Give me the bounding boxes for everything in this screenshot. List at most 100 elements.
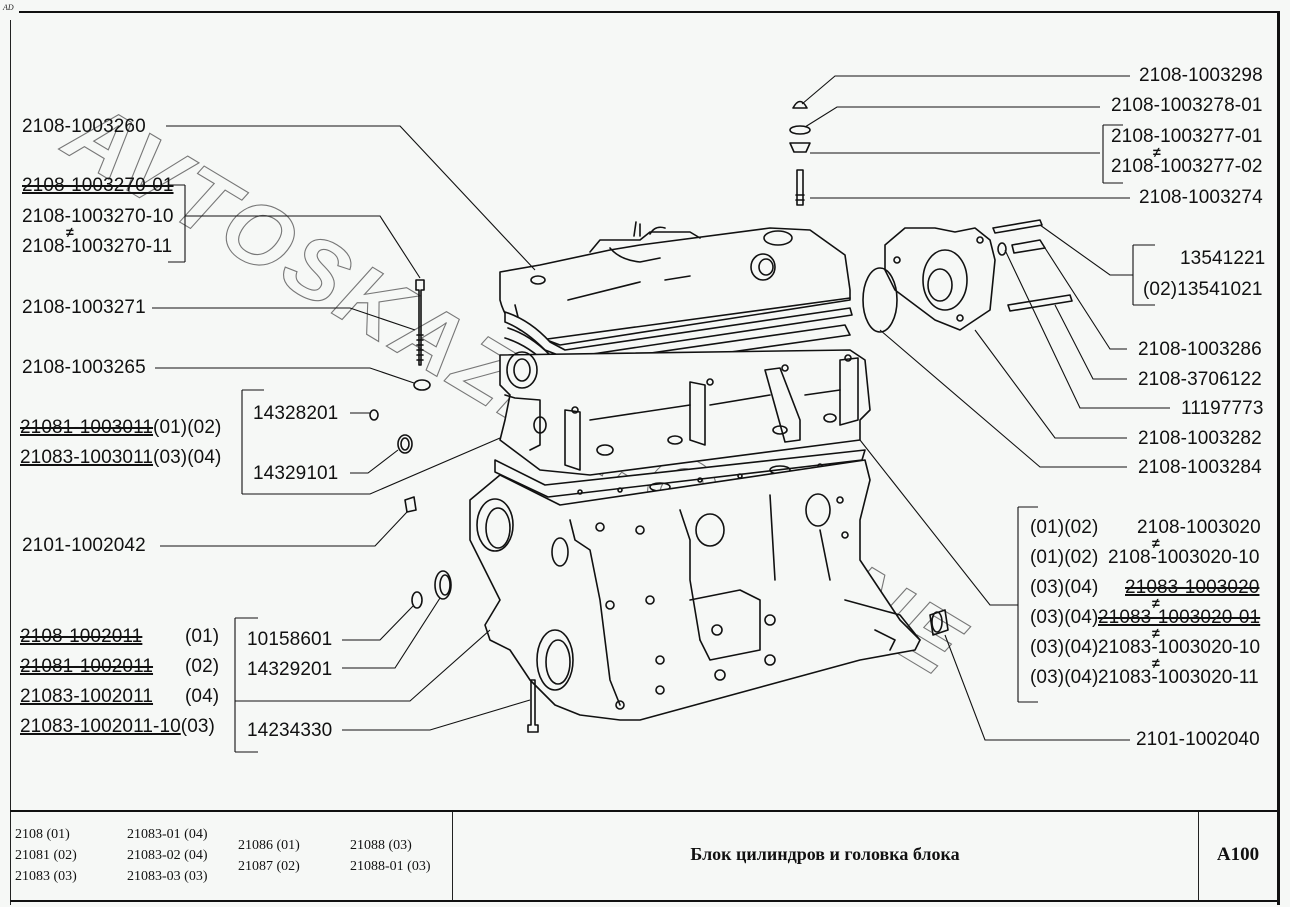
callout-stud-right: 11197773 bbox=[1181, 398, 1264, 419]
gasket-row-5-code: 21083-1003020-10 bbox=[1098, 637, 1261, 658]
model-item: 21088-01 (03) bbox=[350, 859, 431, 874]
head-a-var: (01)(02) bbox=[153, 417, 222, 438]
block-row-2-var: (02) bbox=[185, 656, 220, 677]
callout-nut: 2108-1003298 bbox=[1139, 65, 1263, 86]
gasket-row-3-code: 21083-1003020 bbox=[1125, 577, 1260, 598]
gasket-row-4-code: 21083-1003020-01 bbox=[1098, 607, 1261, 628]
gasket-row-4-var: (03)(04) bbox=[1030, 607, 1099, 628]
callout-block-row-3: 21083-1002011 bbox=[20, 686, 153, 708]
callout-block-bolt: 14234330 bbox=[247, 720, 333, 741]
not-equal-mark-3: ≠ bbox=[1152, 535, 1160, 551]
washer-top bbox=[789, 125, 811, 135]
corner-mark: AD bbox=[3, 3, 14, 12]
not-equal-mark-6: ≠ bbox=[1152, 655, 1160, 671]
title-cell: Блок цилиндров и головка блока bbox=[452, 812, 1199, 900]
gasket-row-1-var: (01)(02) bbox=[1030, 517, 1099, 538]
model-item: 21083-01 (04) bbox=[127, 827, 208, 842]
cylinder-head bbox=[499, 349, 871, 476]
not-equal-mark-2: ≠ bbox=[1153, 144, 1161, 160]
callout-stud-group-a: 13541221 bbox=[1180, 248, 1266, 269]
not-equal-mark-5: ≠ bbox=[1152, 625, 1160, 641]
seal-part bbox=[397, 434, 413, 454]
callout-grommet-b: 2108-1003277-02 bbox=[1111, 156, 1263, 177]
head-b-var: (03)(04) bbox=[153, 447, 222, 468]
callout-block-row-2: 21081-1002011 bbox=[20, 656, 153, 678]
callout-housing: 2108-1003282 bbox=[1138, 428, 1262, 449]
block-row-1-code: 2108-1002011 bbox=[20, 626, 143, 647]
models-col-1: 2108 (01) 21081 (02) 21083 (03) bbox=[15, 824, 77, 887]
callout-oring: 2108-1003284 bbox=[1138, 457, 1262, 478]
oring-part bbox=[862, 267, 898, 333]
stud-right-2 bbox=[1007, 294, 1073, 312]
callout-stud: 2108-1003274 bbox=[1139, 187, 1263, 208]
callout-stud-group-b: (02)13541021 bbox=[1143, 279, 1263, 300]
sleeve-part bbox=[929, 609, 949, 636]
callout-head-a: 21081-1003011(01)(02) bbox=[20, 417, 221, 439]
callout-bolt-c: 2108-1003270-11 bbox=[22, 236, 173, 257]
block-row-1-var: (01) bbox=[185, 626, 220, 647]
cover-gasket bbox=[504, 307, 853, 376]
model-item: 2108 (01) bbox=[15, 827, 70, 842]
model-item: 21083-02 (04) bbox=[127, 848, 208, 863]
gasket-row-2-var: (01)(02) bbox=[1030, 547, 1099, 568]
cap-nut bbox=[792, 100, 808, 109]
title-block: 2108 (01) 21081 (02) 21083 (03) 21083-01… bbox=[10, 810, 1278, 902]
models-col-2: 21083-01 (04) 21083-02 (04) 21083-03 (03… bbox=[127, 824, 208, 887]
callout-head-seal: 14329101 bbox=[253, 463, 339, 484]
bolt-right bbox=[1011, 239, 1046, 254]
stud-right bbox=[992, 219, 1043, 234]
models-col-3: 21086 (01) 21087 (02) bbox=[238, 835, 300, 877]
plug-part-2 bbox=[411, 591, 423, 609]
callout-bushing: 2101-1002042 bbox=[22, 535, 146, 556]
block-row-3-var: (04) bbox=[185, 686, 220, 707]
not-equal-mark-4: ≠ bbox=[1152, 595, 1160, 611]
model-item: 21081 (02) bbox=[15, 848, 77, 863]
frame-border-top bbox=[19, 11, 1278, 13]
washer-right bbox=[997, 242, 1007, 256]
cylinder-block bbox=[469, 459, 921, 721]
callout-head-cover: 2108-1003260 bbox=[22, 116, 146, 137]
models-cell: 2108 (01) 21081 (02) 21083 (03) 21083-01… bbox=[10, 812, 453, 900]
leader-lines bbox=[152, 75, 1170, 753]
water-pump-housing bbox=[884, 227, 996, 331]
callout-washer-right: 2108-3706122 bbox=[1138, 369, 1262, 390]
callout-cover-bolt: 2108-1003271 bbox=[22, 297, 146, 318]
model-item: 21087 (02) bbox=[238, 859, 300, 874]
block-row-2-code: 21081-1002011 bbox=[20, 656, 154, 677]
head-a-code: 21081-1003011 bbox=[20, 417, 154, 438]
head-b-code: 21083-1003011 bbox=[20, 447, 154, 468]
callout-block-seal: 14329201 bbox=[247, 659, 333, 680]
gasket-row-6-var: (03)(04) bbox=[1030, 667, 1099, 688]
gasket-row-3-var: (03)(04) bbox=[1030, 577, 1099, 598]
sheet-code: A100 bbox=[1216, 844, 1260, 865]
callout-block-plug: 10158601 bbox=[247, 629, 333, 650]
gasket-row-6-code: 21083-1003020-11 bbox=[1098, 667, 1259, 688]
block-bolt bbox=[527, 679, 539, 733]
washer-part bbox=[413, 379, 431, 391]
model-item: 21088 (03) bbox=[350, 838, 412, 853]
frame-border-right bbox=[1277, 11, 1280, 905]
callout-washer: 2108-1003265 bbox=[22, 357, 146, 378]
callout-grommet-a: 2108-1003277-01 bbox=[1111, 126, 1263, 147]
callout-sleeve: 2101-1002040 bbox=[1136, 729, 1260, 750]
callout-bolt-b: 2108-1003270-10 bbox=[22, 206, 174, 227]
callout-block-row-1: 2108-1002011 bbox=[20, 626, 142, 648]
frame-border-left bbox=[10, 20, 11, 905]
callout-bolt-right: 2108-1003286 bbox=[1138, 339, 1262, 360]
callout-washer-top: 2108-1003278-01 bbox=[1111, 95, 1263, 116]
bushing-part bbox=[404, 496, 417, 513]
block-row-4-var: (03) bbox=[180, 716, 215, 737]
seal-part-2 bbox=[434, 570, 452, 600]
gasket-row-2-code: 2108-1003020-10 bbox=[1108, 547, 1260, 568]
block-row-4-code: 21083-1002011-10 bbox=[20, 716, 181, 737]
code-cell: A100 bbox=[1198, 812, 1278, 900]
grommet-top bbox=[789, 142, 811, 153]
head-cover bbox=[499, 221, 851, 350]
block-row-3-code: 21083-1002011 bbox=[20, 686, 154, 707]
sheet-title: Блок цилиндров и головка блока bbox=[690, 844, 960, 864]
not-equal-mark: ≠ bbox=[66, 224, 74, 240]
model-item: 21083 (03) bbox=[15, 869, 77, 884]
callout-head-b: 21083-1003011(03)(04) bbox=[20, 447, 221, 469]
cover-bolt bbox=[415, 279, 425, 366]
callout-head-plug: 14328201 bbox=[253, 403, 339, 424]
